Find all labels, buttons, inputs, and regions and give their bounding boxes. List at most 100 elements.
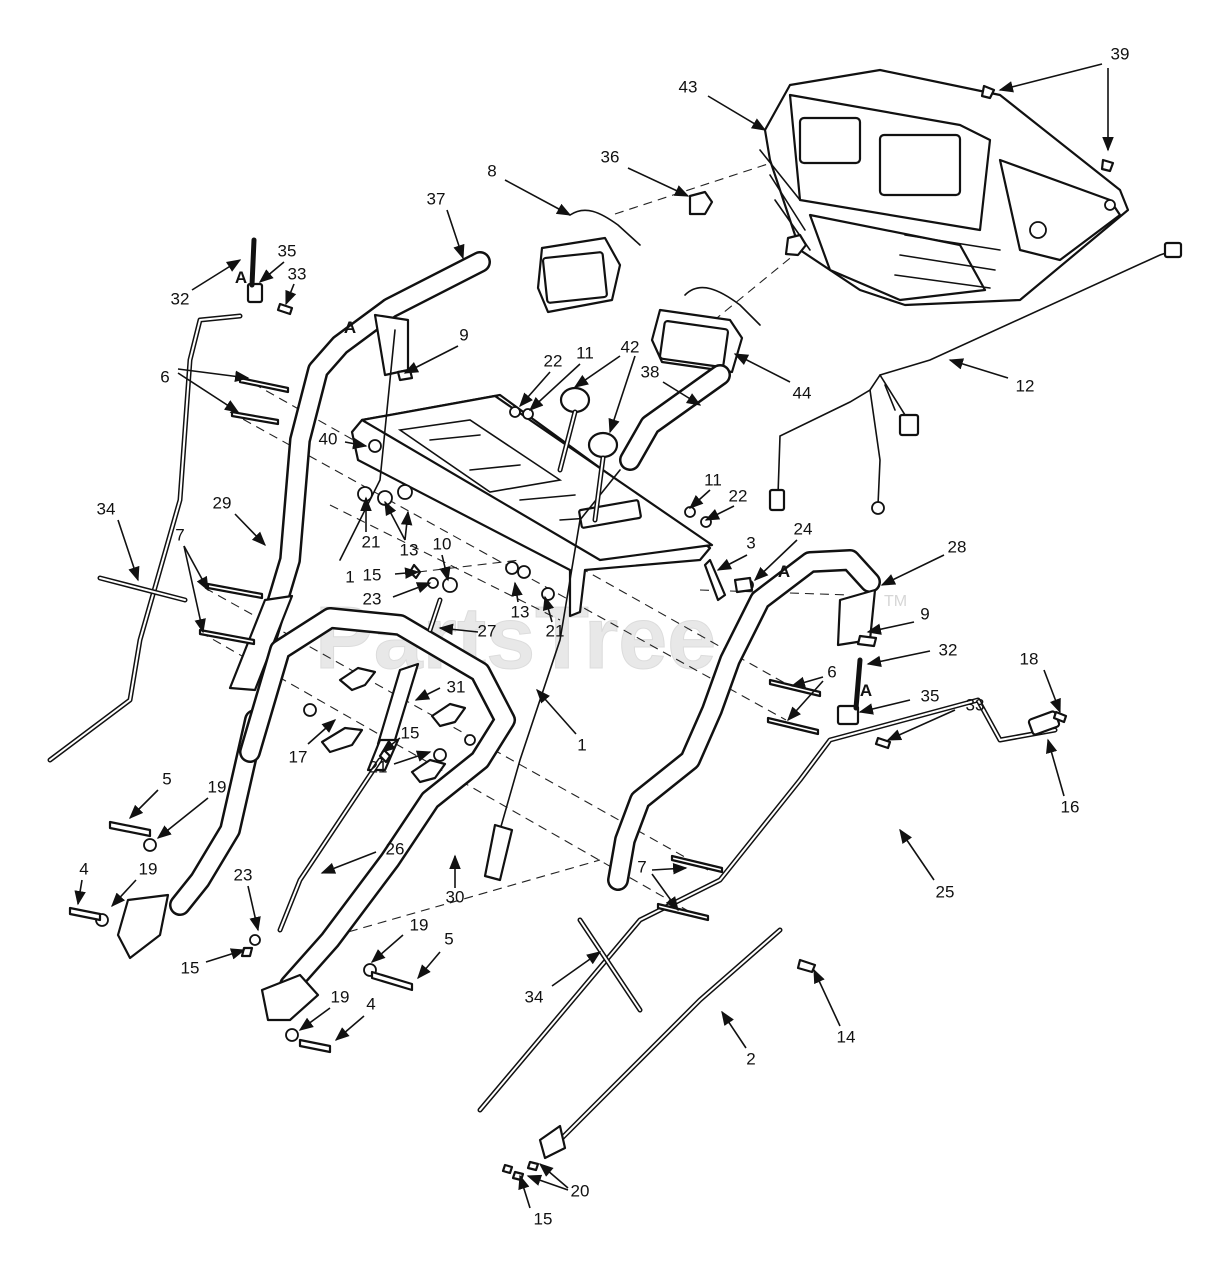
callout-leader	[258, 261, 285, 283]
callout-number: 24	[794, 519, 813, 538]
reference-mark-a: A	[860, 681, 872, 700]
dash-panel-plate	[350, 393, 714, 618]
callout-leader	[298, 1007, 331, 1031]
rod-34-right	[577, 917, 643, 1013]
callout-leader	[721, 1010, 747, 1049]
callout-number: 26	[386, 839, 405, 858]
callout-10: 10	[433, 534, 452, 582]
callout-number: 5	[162, 769, 171, 788]
callout-7: 7	[637, 857, 688, 912]
callout-number: 10	[433, 534, 452, 553]
callout-leader	[716, 554, 748, 571]
callout-39: 39	[998, 44, 1129, 152]
callout-leader	[519, 371, 551, 408]
callout-27: 27	[438, 621, 497, 640]
cable-1	[339, 329, 621, 882]
callout-13: 13	[384, 500, 418, 559]
callout-leader	[787, 680, 824, 722]
callout-number: 16	[1061, 797, 1080, 816]
callout-leader	[403, 345, 459, 374]
callout-number: 44	[793, 383, 812, 402]
callout-24: 24	[753, 519, 813, 581]
callout-number: 6	[827, 662, 836, 681]
callout-9: 9	[403, 325, 469, 374]
shift-rod-34-left	[47, 313, 243, 763]
callout-leader	[518, 1174, 531, 1209]
callout-number: 42	[621, 337, 640, 356]
callout-leader	[1046, 738, 1065, 797]
callout-number: 17	[289, 747, 308, 766]
callout-leader	[417, 951, 441, 980]
callout-37: 37	[427, 189, 465, 260]
callout-leader	[542, 595, 555, 623]
callout-8: 8	[487, 161, 572, 216]
callout-leader	[191, 259, 242, 291]
callout-leader	[948, 358, 1009, 379]
lamp-socket-36	[688, 190, 808, 257]
callout-number: 9	[459, 325, 468, 344]
callout-number: 32	[171, 289, 190, 308]
callout-leader	[320, 851, 377, 874]
callout-leader	[886, 709, 956, 741]
callout-leader	[205, 948, 246, 963]
callout-leader	[111, 879, 137, 908]
callout-leader	[394, 567, 420, 579]
callout-number: 15	[534, 1209, 553, 1228]
callout-number: 35	[921, 686, 940, 705]
callout-number: 7	[175, 525, 184, 544]
callout-1: 1	[345, 567, 354, 586]
callout-leader	[651, 863, 688, 875]
callout-16: 16	[1046, 738, 1080, 816]
callout-number: 33	[288, 264, 307, 283]
callout-21: 21	[542, 595, 564, 640]
callout-leader	[813, 968, 841, 1027]
watermark-text: PartsTree	[315, 588, 716, 687]
callout-3: 3	[716, 533, 756, 571]
callout-40: 40	[319, 429, 368, 450]
callout-leader	[392, 582, 432, 598]
callout-leader	[790, 676, 824, 688]
callout-number: 4	[366, 994, 375, 1013]
callout-leader	[446, 209, 465, 260]
callout-leader	[117, 519, 140, 582]
callout-leader	[285, 283, 297, 306]
callout-19: 19	[111, 859, 158, 908]
callout-number: 27	[478, 621, 497, 640]
callout-leader	[998, 63, 1103, 93]
callout-number: 11	[576, 343, 594, 362]
callout-30: 30	[446, 854, 464, 906]
callout-31: 31	[414, 677, 465, 701]
callout-leader	[380, 737, 401, 753]
callout-number: 6	[160, 367, 169, 386]
callout-number: 19	[139, 859, 158, 878]
callout-number: 25	[936, 882, 955, 901]
callout-leader	[438, 623, 479, 636]
callout-number: 28	[948, 537, 967, 556]
callout-22: 22	[704, 486, 747, 521]
reference-mark-a: A	[235, 268, 247, 287]
callout-leader	[528, 363, 581, 411]
callout-1: 1	[536, 688, 587, 754]
callout-number: 35	[278, 241, 297, 260]
callout-leader	[234, 513, 267, 547]
callout-29: 29	[213, 493, 267, 547]
callout-22: 22	[519, 351, 562, 408]
callout-12: 12	[948, 358, 1034, 395]
callout-leader	[526, 1174, 569, 1191]
callout-number: 34	[525, 987, 544, 1006]
callout-21: 21	[360, 496, 380, 551]
callout-number: 23	[363, 589, 382, 608]
shift-knob-42	[557, 386, 619, 523]
callout-number: 15	[363, 565, 382, 584]
callout-7: 7	[175, 525, 209, 634]
callout-32: 32	[171, 259, 242, 308]
callout-33: 33	[285, 264, 307, 306]
callout-leader	[899, 828, 935, 881]
callout-leader	[414, 687, 441, 701]
callout-34: 34	[525, 951, 602, 1006]
callout-6: 6	[787, 662, 837, 722]
callout-leader	[504, 179, 572, 216]
callout-leader	[74, 879, 86, 906]
